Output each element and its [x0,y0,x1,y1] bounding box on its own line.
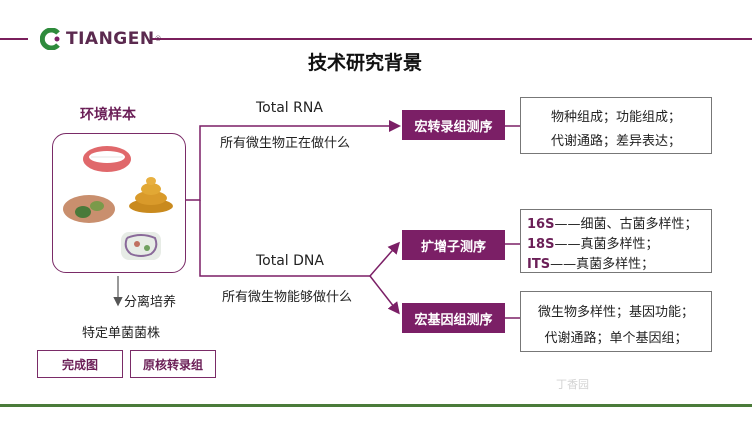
total-dna-label: Total DNA [256,253,324,269]
result-line: 微生物多样性；基因功能； [537,305,694,320]
header-rule-left [0,38,28,40]
header-rule [150,38,752,40]
environment-sample-box [52,133,186,273]
marker-its: ITS [527,257,551,272]
dash: —— [554,217,581,232]
tiangen-c-icon [39,27,62,51]
marker-18s: 18S [527,237,555,252]
specific-strain-label: 特定单菌菌株 [82,326,161,341]
prokaryotic-transcriptome-box: 原核转录组 [130,350,216,378]
environment-sample-heading: 环境样本 [80,107,136,123]
marker-16s: 16S [527,217,555,232]
total-rna-label: Total RNA [256,100,323,116]
amplicon-row-18s: 18S——真菌多样性； [527,233,658,252]
amplicon-desc: 真菌多样性； [580,237,659,252]
metagenome-results-box: 微生物多样性；基因功能； 代谢通路；单个基因组； [520,291,712,352]
complete-map-box: 完成图 [37,350,123,378]
logo-text: TIANGEN [66,29,155,49]
feces-image [129,177,173,213]
result-line: 代谢通路；单个基因组； [544,331,688,346]
amplicon-sequencing-box: 扩增子测序 [402,230,505,260]
metatranscriptome-results-box: 物种组成；功能组成； 代谢通路；差异表达； [520,97,712,154]
metatranscriptome-sequencing-box: 宏转录组测序 [402,110,505,140]
dash: —— [550,257,577,272]
amplicon-row-16s: 16S——细菌、古菌多样性； [527,213,697,232]
amplicon-desc: 真菌多样性； [576,257,655,272]
footer-rule [0,404,752,407]
gut-image [121,232,161,260]
dash: —— [554,237,581,252]
hands-image [63,195,115,223]
watermark: 丁香园 [556,378,589,391]
tiangen-logo: TIANGEN ® [39,24,162,54]
result-line: 代谢通路；差异表达； [550,134,681,149]
dna-description: 所有微生物能够做什么 [222,290,353,305]
amplicon-desc: 细菌、古菌多样性； [580,217,698,232]
amplicon-row-its: ITS——真菌多样性； [527,253,654,272]
isolation-culture-label: 分离培养 [124,295,177,310]
amplicon-results-box: 16S——细菌、古菌多样性； 18S——真菌多样性； ITS——真菌多样性； [520,209,712,273]
logo-registered: ® [154,35,162,43]
rna-description: 所有微生物正在做什么 [220,136,351,151]
mouth-image [83,146,131,172]
result-line: 物种组成；功能组成； [550,110,681,125]
page-title: 技术研究背景 [308,52,423,74]
metagenome-sequencing-box: 宏基因组测序 [402,303,505,333]
